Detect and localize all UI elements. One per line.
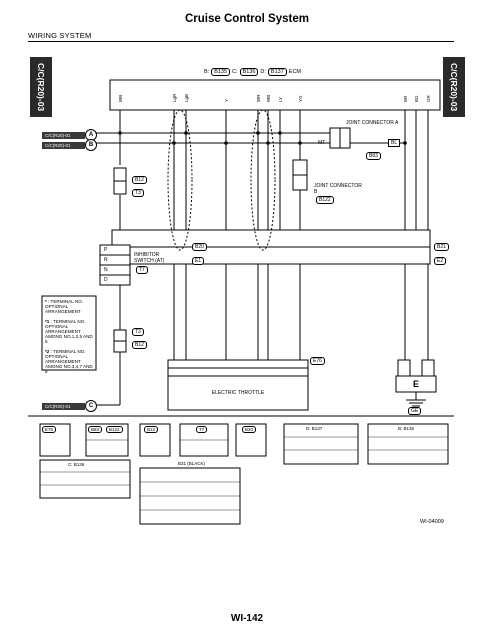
view-b136: C: B136: [68, 462, 85, 467]
wire-code-label: BG: [414, 95, 419, 102]
joint-connector-a-title: JOINT CONNECTOR A: [346, 120, 399, 126]
electric-throttle-label: ELECTRIC THROTTLE: [211, 390, 265, 396]
t3-ref: T3: [132, 189, 144, 197]
wire-code-label: LgR: [172, 93, 177, 102]
view-b83: B83: [88, 426, 103, 433]
legend-item-1: * : TERMINAL NO. OPTIONAL ARRANGEMENT: [45, 299, 84, 315]
gear-r: R: [104, 257, 108, 263]
page-number: WI-142: [230, 613, 264, 624]
wire-code-label: Y: [224, 99, 229, 102]
legend-item-2: *1 : TERMINAL NO. OPTIONAL ARRANGEMENT A…: [45, 318, 93, 345]
gear-n: N: [104, 267, 108, 273]
header-rule: [28, 41, 454, 42]
joint-b-ref: B122: [316, 196, 334, 204]
page-title: Cruise Control System: [185, 13, 309, 25]
legend-item-3: *2 : TERMINAL NO. OPTIONAL ARRANGEMENT A…: [45, 348, 93, 375]
joint-a-mt: MT: [318, 140, 326, 146]
wire-code-label: BR: [403, 95, 408, 102]
connector-tag-a: C/C(R20)-01 A: [42, 129, 97, 141]
connector-tag-b: C/C(R20)-01 B: [42, 139, 97, 151]
wire-code-label: GR: [426, 94, 431, 102]
left-section-tab: C/C(R20)-03: [30, 57, 52, 117]
b12-lower-ref: B12: [132, 341, 147, 349]
connector-tag-c: C/C(R20)-01 C: [42, 400, 97, 412]
view-b31: B31 (BLACK): [178, 461, 206, 466]
connector-mark-c: C: [85, 400, 97, 412]
legend: * : TERMINAL NO. OPTIONAL ARRANGEMENT *1…: [45, 299, 95, 375]
wire-code-label: WR: [256, 94, 261, 102]
e2-ref: E2: [434, 257, 447, 265]
wire-code-label: WB: [266, 95, 271, 102]
right-section-tab: C/C(R20)-03: [443, 57, 465, 117]
joint-a-bl: BL: [388, 139, 401, 147]
ground-ge-ref: GE: [408, 407, 422, 415]
ecm-label: B: B135 C: B136 D: B137 ECM: [204, 68, 302, 76]
joint-connector-b-title: JOINT CONNECTOR B: [314, 183, 362, 195]
wire-code-label: WB: [118, 95, 123, 102]
b21-ref: B21: [434, 243, 449, 251]
b12-ref: B12: [132, 176, 147, 184]
t7-ref: T7: [136, 266, 148, 274]
view-b12: B12: [144, 426, 159, 433]
ground-e-label: E: [412, 379, 419, 389]
view-b135: B: B135: [398, 426, 415, 431]
switch-at-label: SWITCH (AT): [134, 258, 165, 264]
figure-ref: WI-04009: [420, 519, 444, 525]
wire-code-label: LgB: [184, 94, 189, 102]
view-e76: E76: [42, 426, 57, 433]
view-b20: B20: [242, 426, 257, 433]
view-b122: B122: [106, 426, 123, 433]
t3-lower-ref: T3: [132, 328, 144, 336]
connector-mark-a: A: [85, 129, 97, 141]
connector-mark-b: B: [85, 139, 97, 151]
joint-a-ref: B83: [366, 152, 381, 160]
gear-d: D: [104, 277, 108, 283]
view-b137: D: B137: [306, 426, 323, 431]
wire-code-label: LY: [278, 97, 283, 102]
view-t7: T7: [196, 426, 208, 433]
e76-ref: E76: [310, 357, 325, 365]
wire-code-label: YG: [298, 95, 303, 102]
b20-ref: B20: [192, 243, 207, 251]
section-label: WIRING SYSTEM: [28, 31, 92, 40]
gear-p: P: [104, 247, 108, 253]
inhibitor-label: INHIBITOR: [134, 252, 160, 258]
e1-ref: E1: [192, 257, 205, 265]
